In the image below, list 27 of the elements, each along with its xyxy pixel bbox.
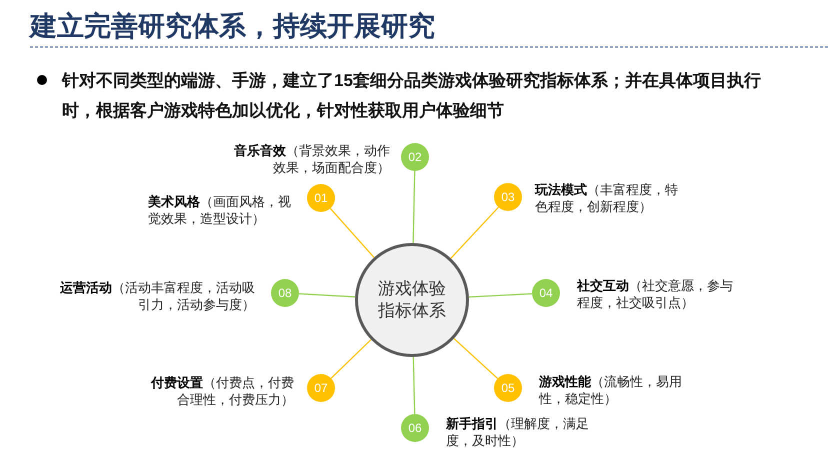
item-description: 付费设置（付费点，付费合理性，付费压力） [150,374,294,408]
connector-line [330,339,372,379]
connector-line [412,356,416,414]
number-circle: 04 [532,279,560,307]
number-circle: 03 [494,183,522,211]
bullet-text: 针对不同类型的端游、手游，建立了15套细分品类游戏体验研究指标体系；并在具体项目执行时，根据客户游戏特色加以优化，针对性获取用户体验细节 [62,70,762,122]
title: 建立完善研究体系，持续开展研究 [30,10,435,43]
connector-line [450,206,499,259]
connector-line [454,338,498,379]
connector-line [468,293,532,298]
item-description: 玩法模式（丰富程度，特色程度，创新程度） [535,181,679,215]
number-circle: 08 [271,279,299,307]
item-description: 新手指引（理解度，满足度，及时性） [446,415,590,449]
number-circle: 07 [307,374,335,402]
item-description: 音乐音效（背景效果，动作效果，场面配合度） [233,142,390,176]
number-circle: 06 [401,414,429,442]
number-circle: 01 [307,184,335,212]
connector-line [330,208,374,258]
number-circle: 02 [401,143,429,171]
item-description: 美术风格（画面风格，视觉效果，造型设计） [148,193,292,227]
item-description: 运营活动（活动丰富程度，活动吸引力，活动参与度） [60,279,255,313]
connector-line [298,293,356,298]
number-circle: 05 [494,374,522,402]
connector-line [412,170,416,244]
center-circle: 游戏体验指标体系 [355,243,469,357]
item-description: 游戏性能（流畅性，易用性，稳定性） [539,373,683,407]
item-description: 社交互动（社交意愿，参与程度，社交吸引点） [577,277,734,311]
